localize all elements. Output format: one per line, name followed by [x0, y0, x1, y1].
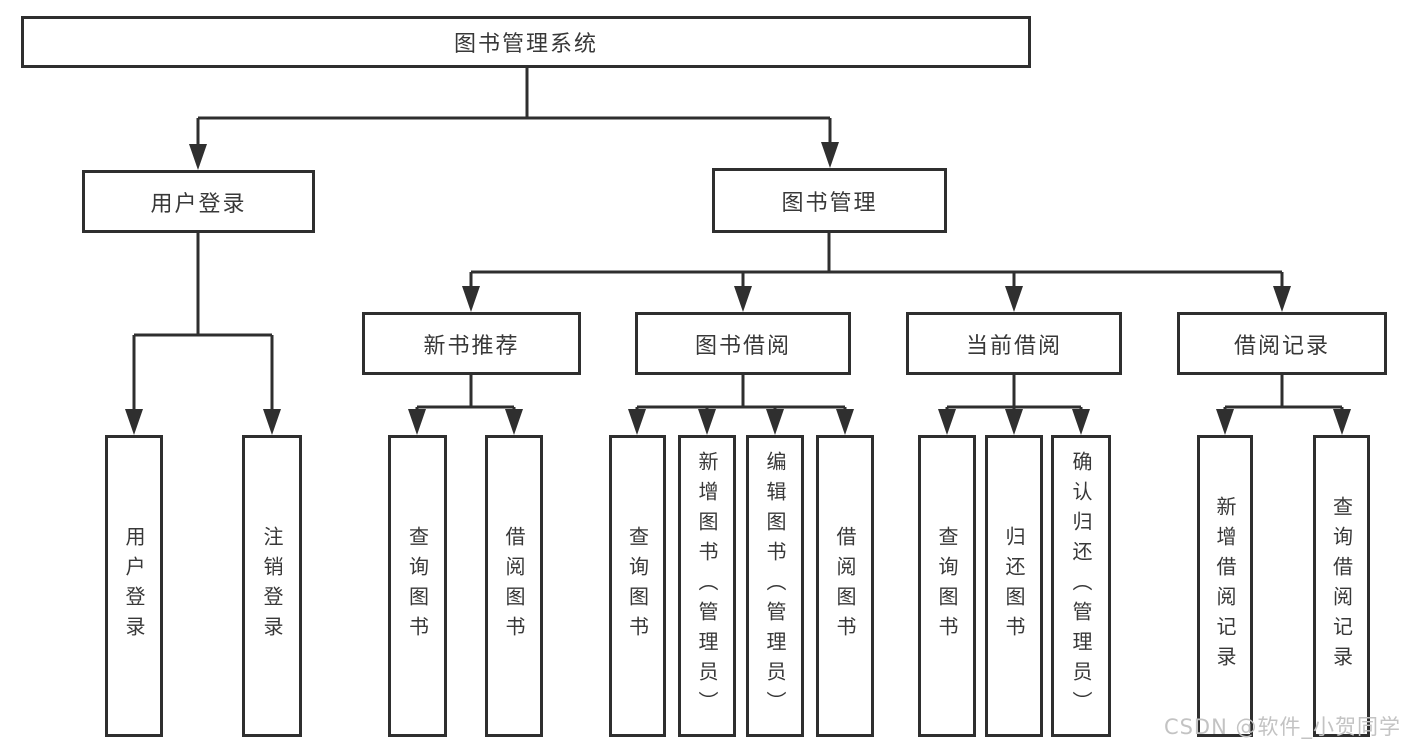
- csdn-watermark: CSDN @软件_小贺同学: [1163, 715, 1401, 739]
- node-label: 确认归还（管理员）: [1069, 451, 1093, 721]
- node-label: 图书借阅: [694, 333, 791, 359]
- leaf-user-login: 用户登录: [105, 435, 163, 737]
- node-label: 查询借阅记录: [1329, 496, 1354, 676]
- leaf-recommend-borrow-book: 借阅图书: [485, 435, 543, 737]
- node-label: 借阅图书: [833, 526, 857, 646]
- node-book-management: 图书管理: [712, 168, 947, 233]
- node-label: 图书管理系统: [453, 32, 598, 57]
- node-label: 图书管理: [781, 190, 878, 216]
- leaf-borrowing-borrow-book: 借阅图书: [816, 435, 874, 737]
- leaf-borrowing-add-book-admin: 新增图书（管理员）: [678, 435, 736, 737]
- node-label: 用户登录: [150, 191, 247, 217]
- tree-edges: [132, 68, 1344, 431]
- node-label: 查询图书: [405, 526, 430, 646]
- leaf-records-query-record: 查询借阅记录: [1313, 435, 1370, 737]
- node-label: 借阅图书: [502, 526, 526, 646]
- node-label: 新书推荐: [423, 333, 520, 359]
- node-user-login: 用户登录: [82, 170, 315, 233]
- node-label: 借阅记录: [1233, 333, 1330, 359]
- leaf-logout: 注销登录: [242, 435, 302, 737]
- leaf-current-confirm-return-admin: 确认归还（管理员）: [1051, 435, 1111, 737]
- node-label: 当前借阅: [965, 333, 1062, 359]
- arrowheads: [125, 142, 1351, 435]
- leaf-current-return-book: 归还图书: [985, 435, 1043, 737]
- leaf-recommend-query-book: 查询图书: [388, 435, 447, 737]
- leaf-current-query-book: 查询图书: [918, 435, 976, 737]
- leaf-records-add-record: 新增借阅记录: [1197, 435, 1253, 737]
- node-label: 查询图书: [625, 526, 650, 646]
- node-label: 新增借阅记录: [1213, 496, 1237, 676]
- leaf-borrowing-edit-book-admin: 编辑图书（管理员）: [746, 435, 804, 737]
- node-current-borrowing: 当前借阅: [906, 312, 1122, 375]
- node-book-borrowing: 图书借阅: [635, 312, 851, 375]
- node-label: 注销登录: [260, 526, 284, 646]
- node-new-book-recommendation: 新书推荐: [362, 312, 581, 375]
- node-label: 用户登录: [122, 526, 146, 646]
- node-borrowing-records: 借阅记录: [1177, 312, 1387, 375]
- node-root-library-system: 图书管理系统: [21, 16, 1031, 68]
- node-label: 归还图书: [1002, 526, 1026, 646]
- leaf-borrowing-query-book: 查询图书: [609, 435, 666, 737]
- node-label: 新增图书（管理员）: [695, 451, 719, 721]
- node-label: 编辑图书（管理员）: [763, 451, 787, 721]
- node-label: 查询图书: [935, 526, 959, 646]
